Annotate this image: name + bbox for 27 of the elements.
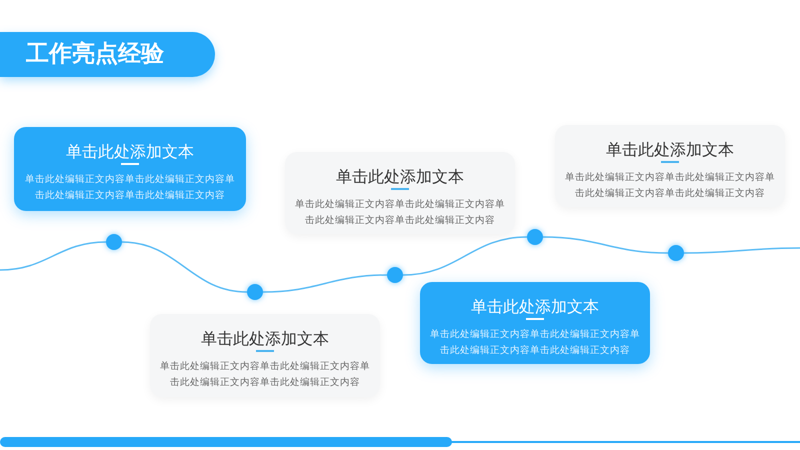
highlight-card (14, 127, 246, 211)
timeline-dot (527, 229, 543, 245)
text-card (555, 125, 785, 207)
wave-line (402, 236, 528, 276)
timeline-dot (387, 267, 403, 283)
title-banner: 工作亮点经验 (0, 32, 215, 77)
card-body-text: 单击此处编辑正文内容单击此处编辑正文内容单击此处编辑正文内容单击此处编辑正文内容 (294, 198, 506, 228)
card-heading: 单击此处添加文本 (66, 141, 194, 163)
card-body-text: 单击此处编辑正文内容单击此处编辑正文内容单击此处编辑正文内容单击此处编辑正文内容 (24, 172, 236, 202)
timeline-dot (668, 245, 684, 261)
wave-line (122, 241, 248, 293)
timeline-dot (247, 284, 263, 300)
wave-line (684, 247, 800, 254)
highlight-card (420, 282, 650, 364)
wave-line (542, 236, 668, 254)
text-card (285, 152, 515, 234)
wave-line (262, 274, 388, 293)
card-body-text: 单击此处编辑正文内容单击此处编辑正文内容单击此处编辑正文内容单击此处编辑正文内容 (564, 170, 776, 200)
card-body-text: 单击此处编辑正文内容单击此处编辑正文内容单击此处编辑正文内容单击此处编辑正文内容 (429, 328, 641, 358)
card-body-text: 单击此处编辑正文内容单击此处编辑正文内容单击此处编辑正文内容单击此处编辑正文内容 (159, 360, 371, 390)
card-heading: 单击此处添加文本 (471, 296, 599, 318)
card-heading: 单击此处添加文本 (606, 139, 734, 161)
card-heading: 单击此处添加文本 (336, 166, 464, 188)
text-card (150, 314, 380, 397)
card-heading: 单击此处添加文本 (201, 328, 329, 350)
wave-line (0, 241, 106, 271)
timeline-dot (106, 234, 122, 250)
